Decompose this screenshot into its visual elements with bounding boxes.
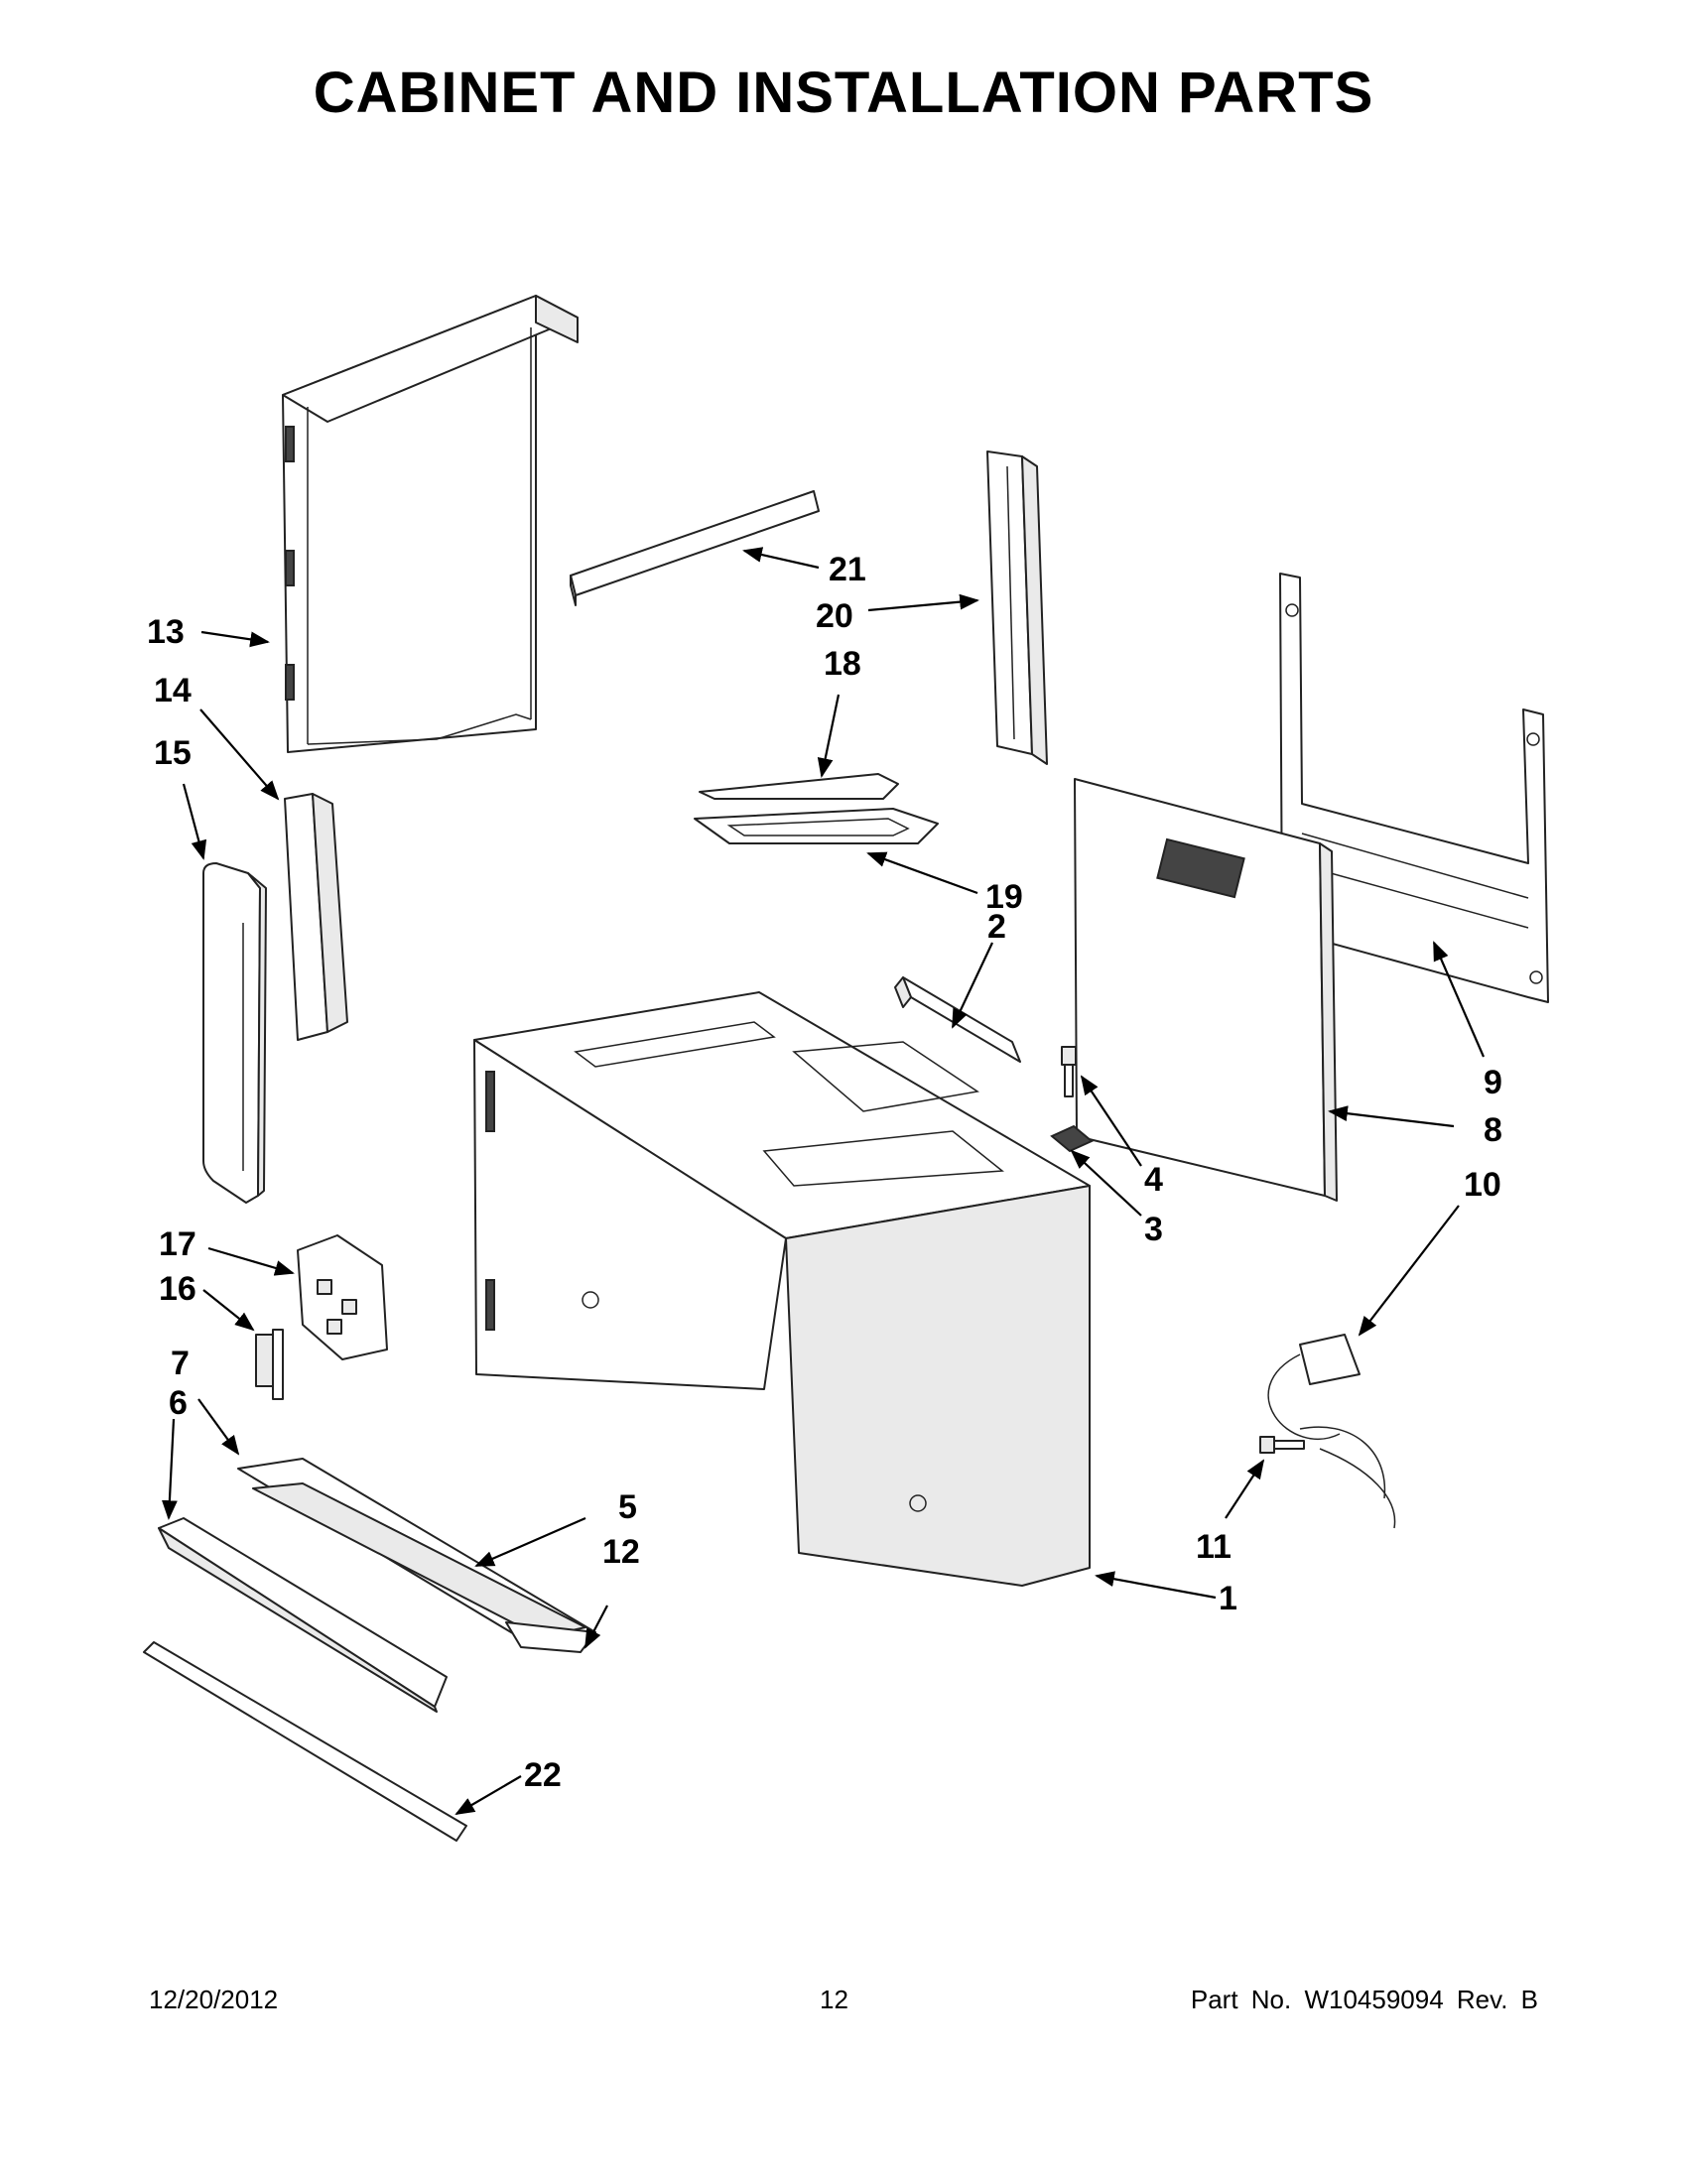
part-13-side-panel [282, 295, 579, 753]
callout-18: 18 [824, 645, 861, 683]
part-14-side-strip [284, 793, 348, 1041]
callout-14: 14 [154, 672, 192, 709]
part-19-trim-frame [694, 808, 939, 844]
callout-12: 12 [602, 1533, 640, 1571]
callout-10: 10 [1464, 1166, 1501, 1204]
part-12-grille-end [505, 1621, 596, 1653]
callout-6: 6 [169, 1384, 188, 1422]
callout-13: 13 [147, 613, 185, 651]
part-10-power-plug [1267, 1334, 1361, 1440]
callout-15: 15 [154, 734, 192, 772]
part-6-front-trim [158, 1517, 448, 1713]
part-21-top-rail [570, 490, 820, 606]
part-22-strip [143, 1641, 467, 1842]
callout-20: 20 [816, 597, 853, 635]
callout-16: 16 [159, 1270, 196, 1308]
leader-lines [161, 547, 1486, 1815]
footer-date: 12/20/2012 [149, 1985, 279, 2014]
callout-17: 17 [159, 1225, 196, 1263]
callout-2: 2 [987, 908, 1006, 946]
callout-4: 4 [1144, 1161, 1163, 1199]
part-18-trim [699, 773, 899, 800]
part-15-control-housing [202, 862, 267, 1204]
callout-3: 3 [1144, 1211, 1163, 1248]
footer-page-number: 12 [820, 1985, 848, 2014]
callout-1: 1 [1219, 1580, 1237, 1617]
part-11-ground-screw [1259, 1426, 1396, 1529]
part-5-filter [252, 1482, 586, 1638]
footer-part-number: Part No. W10459094 Rev. B [1190, 1985, 1538, 2014]
callout-22: 22 [524, 1756, 562, 1794]
part-8-back-panel [1074, 778, 1338, 1202]
part-1-main-cabinet [473, 991, 1091, 1587]
callout-5: 5 [618, 1488, 637, 1526]
callout-11: 11 [1196, 1528, 1232, 1566]
part-17-circuit-board [297, 1234, 388, 1360]
part-20-vertical-bracket [986, 450, 1048, 765]
page-title: CABINET AND INSTALLATION PARTS [313, 61, 1374, 125]
callout-8: 8 [1484, 1111, 1502, 1149]
callout-21: 21 [829, 551, 866, 588]
callout-9: 9 [1484, 1064, 1502, 1101]
callout-labels: 1 2 3 4 5 6 7 8 9 10 11 12 13 14 15 16 1… [147, 551, 1502, 1794]
part-3-clip [1050, 1124, 1094, 1153]
part-4-screw [1061, 1046, 1077, 1097]
callout-19: 19 [985, 878, 1023, 916]
callout-7: 7 [171, 1345, 190, 1382]
part-16-switch [255, 1329, 284, 1400]
